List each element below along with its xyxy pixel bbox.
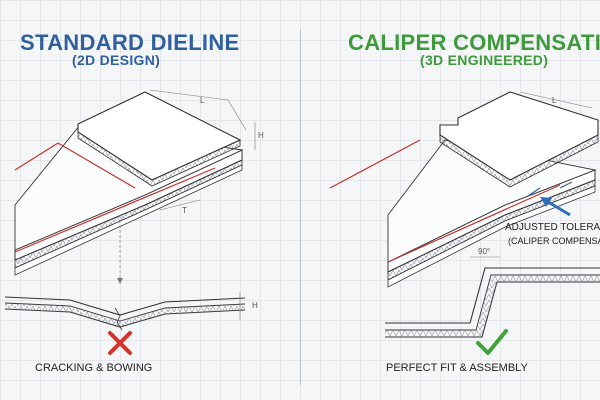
cross-icon bbox=[108, 331, 132, 355]
left-subtitle: (2D DESIGN) bbox=[72, 52, 161, 68]
left-dim-label: T bbox=[182, 206, 187, 215]
right-title: CALIPER COMPENSATION bbox=[348, 30, 600, 55]
tolerance-label: ADJUSTED TOLERANCE bbox=[505, 222, 600, 233]
score-line bbox=[14, 142, 59, 171]
angle-label: 90° bbox=[478, 247, 490, 256]
score-line bbox=[329, 139, 421, 189]
tolerance-sublabel: (CALIPER COMPENSATION) bbox=[508, 236, 600, 246]
right-board-illustration bbox=[329, 91, 599, 288]
left-dim-label: L bbox=[200, 96, 205, 105]
left-dim-label: H bbox=[258, 131, 264, 140]
panel-divider bbox=[300, 30, 301, 385]
right-dim-label: L bbox=[552, 96, 557, 105]
left-board-illustration bbox=[4, 89, 256, 331]
score-line bbox=[57, 142, 136, 189]
right-fold-profile bbox=[385, 256, 600, 338]
left-caption: CRACKING & BOWING bbox=[35, 362, 153, 374]
check-icon bbox=[476, 329, 508, 355]
left-dim-label: H bbox=[252, 301, 258, 310]
right-subtitle: (3D ENGINEERED) bbox=[420, 52, 549, 68]
score-line bbox=[387, 184, 561, 263]
score-line bbox=[14, 167, 216, 253]
right-caption: PERFECT FIT & ASSEMBLY bbox=[386, 362, 528, 374]
left-title: STANDARD DIELINE bbox=[20, 30, 240, 55]
arrow-icon bbox=[540, 197, 571, 217]
